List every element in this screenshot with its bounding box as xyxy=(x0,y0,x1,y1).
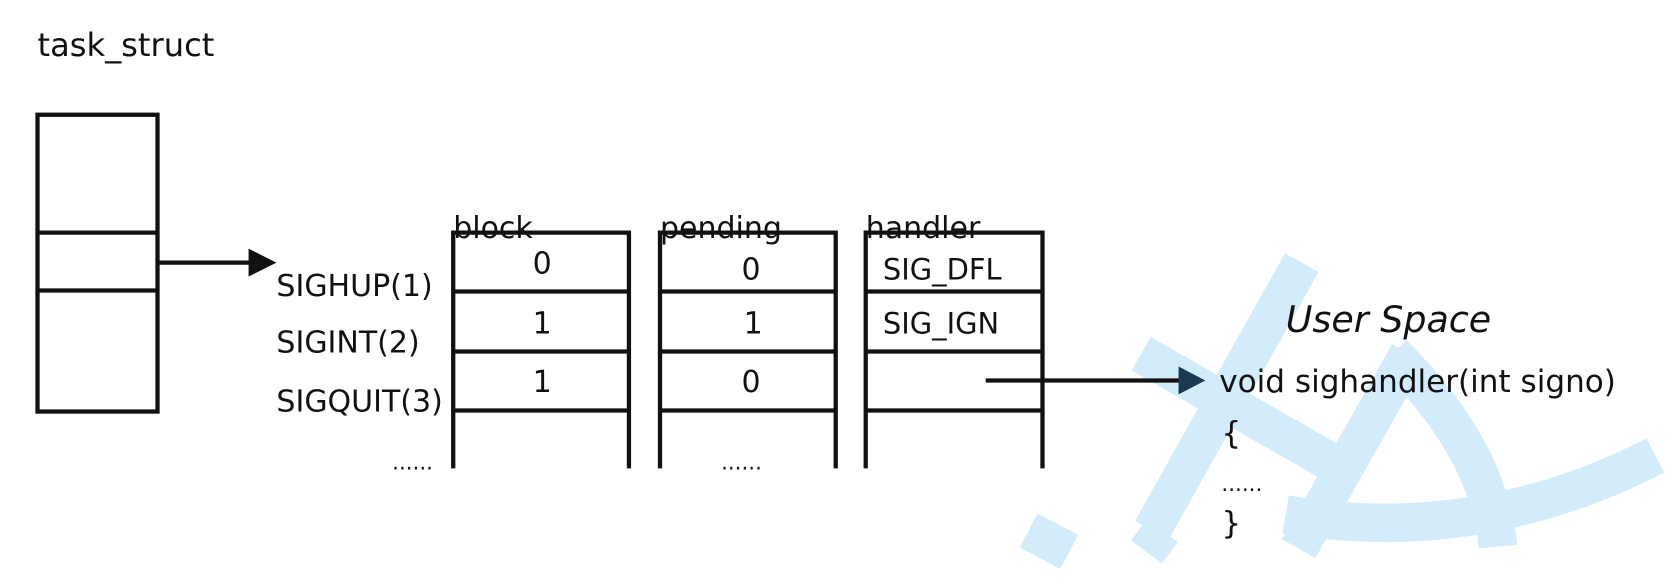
signal-label: SIGHUP(1) xyxy=(276,269,432,304)
signals-ellipsis: ...... xyxy=(392,450,433,475)
signal-label: SIGQUIT(3) xyxy=(276,385,442,420)
arrow-to-signals xyxy=(157,248,277,277)
code-line: void sighandler(int signo) xyxy=(1219,364,1616,400)
code-line: } xyxy=(1221,506,1241,542)
code-line: { xyxy=(1221,416,1241,452)
user-space-title: User Space xyxy=(1286,298,1492,341)
handler-header: handler xyxy=(866,211,981,246)
pending-header: pending xyxy=(660,211,782,246)
pending-value: 1 xyxy=(744,306,763,341)
handler-table: handler SIG_DFL SIG_IGN xyxy=(863,211,1045,469)
pending-value: 0 xyxy=(742,253,761,288)
block-header: block xyxy=(453,211,533,246)
pending-value: 0 xyxy=(742,365,761,400)
watermark xyxy=(1019,253,1665,569)
task-struct-box xyxy=(35,112,160,414)
task-struct-label: task_struct xyxy=(38,26,215,64)
block-table: block 0 1 1 xyxy=(451,211,632,469)
arrow-to-handler xyxy=(985,366,1206,395)
block-value: 0 xyxy=(533,246,552,281)
handler-value: SIG_DFL xyxy=(883,253,1002,287)
block-value: 1 xyxy=(533,306,552,341)
pending-table: pending 0 1 0 ...... xyxy=(657,211,838,475)
handler-value: SIG_IGN xyxy=(883,306,999,340)
pending-ellipsis: ...... xyxy=(721,450,762,475)
signal-label: SIGINT(2) xyxy=(276,326,419,361)
code-line: ...... xyxy=(1221,472,1262,497)
block-value: 1 xyxy=(533,365,552,400)
